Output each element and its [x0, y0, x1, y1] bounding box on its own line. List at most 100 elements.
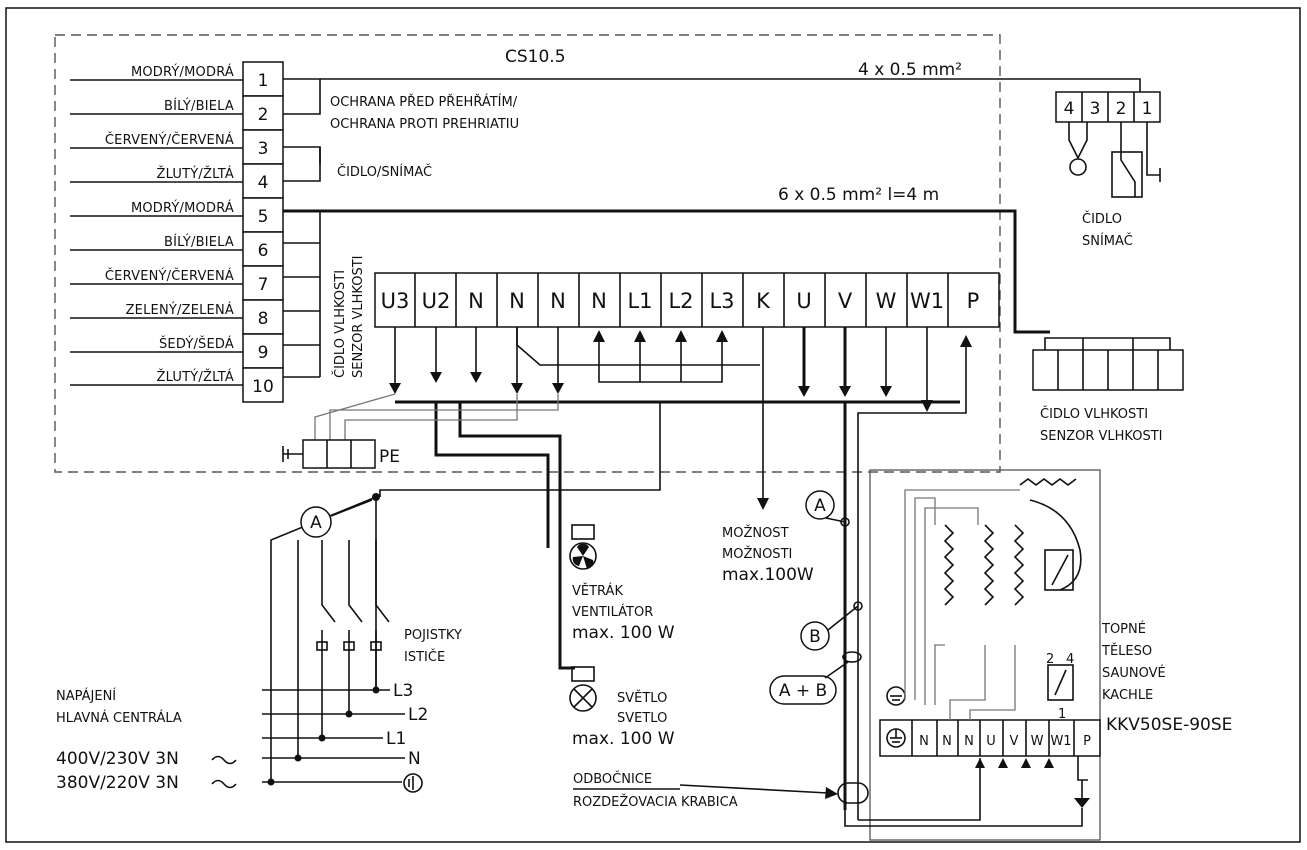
sensor-box-number: 4 [1064, 99, 1075, 119]
overheat-label-2: OCHRANA PROTI PREHRIATIU [330, 117, 519, 132]
terminal-label: L1 [627, 289, 652, 313]
connector-number: 1 [258, 71, 269, 91]
controller-title: CS10.5 [505, 47, 566, 67]
connector-number: 5 [258, 207, 269, 227]
pe-label: PE [379, 447, 400, 467]
fuse-label-2: ISTIČE [404, 649, 445, 665]
connector-number: 8 [258, 309, 269, 329]
humidity-sensor [1032, 337, 1184, 391]
wire-label: BÍLÝ/BIELA [164, 234, 234, 250]
sensor-box-number: 1 [1142, 99, 1153, 119]
sensor-wiring [283, 78, 1141, 378]
phase-l1: L1 [386, 729, 406, 749]
terminal-label: L2 [668, 289, 693, 313]
marker-b [800, 621, 830, 651]
supply-label-2: HLAVNÁ CENTRÁLA [56, 710, 182, 726]
fan-label-3: max. 100 W [572, 623, 675, 643]
overheat-label-1: OCHRANA PŘED PŘEHŘÁTÍM/ [330, 94, 518, 110]
wire-label: BÍLÝ/BIELA [164, 98, 234, 114]
junction-label-1: ODBOČNICE [573, 771, 652, 787]
connector-number: 4 [258, 173, 269, 193]
voltage-label-2: 380V/220V 3N [56, 773, 179, 793]
marker-b-label: B [809, 627, 821, 647]
heater-label-3: SAUNOVÉ [1102, 665, 1166, 681]
voltage-label-1: 400V/230V 3N [56, 749, 179, 769]
heater-label-1: TOPNÉ [1101, 621, 1146, 637]
connector-number: 10 [252, 377, 274, 397]
heater-unit: N N N U V W W1 P [869, 469, 1101, 841]
marker-a-left [300, 506, 332, 538]
fan-label-2: VENTILÁTOR [572, 604, 653, 620]
connector-number: 6 [258, 241, 269, 261]
terminal-label: U2 [422, 289, 451, 313]
light-label-1: SVĚTLO [617, 690, 667, 706]
wire-label: MODRÝ/MODRÁ [131, 200, 234, 216]
outer-frame [5, 7, 1301, 843]
light-label-3: max. 100 W [572, 729, 675, 749]
ac-symbol [211, 755, 237, 765]
wire-label: ŽLUTÝ/ŽLTÁ [157, 369, 234, 385]
sensor-box-number: 3 [1090, 99, 1101, 119]
connector-strip: 1 2 3 4 5 6 7 8 9 10 [242, 61, 284, 403]
phase-l3: L3 [393, 681, 413, 701]
wire-label: MODRÝ/MODRÁ [131, 64, 234, 80]
fan-label-1: VĚTRÁK [572, 583, 623, 599]
connector-number: 3 [258, 139, 269, 159]
terminal-label: K [756, 289, 771, 313]
phase-n: N [408, 749, 421, 769]
marker-a-center [805, 490, 835, 520]
sensor-right-2: SNÍMAČ [1082, 233, 1133, 249]
marker-ab-label: A + B [779, 681, 827, 701]
terminal-wiring [314, 327, 972, 820]
humidity-right-2: SENZOR VLHKOSTI [1040, 429, 1162, 444]
phase-l2: L2 [408, 705, 428, 725]
heater-model: KKV50SE-90SE [1106, 715, 1232, 735]
terminal-label: N [550, 289, 566, 313]
heater-terminal: W [1031, 734, 1044, 749]
humidity-vertical-2: SENZOR VLHKOSTI [351, 256, 366, 378]
wire-label: ČERVENÝ/ČERVENÁ [105, 268, 234, 284]
wire-label: ŽLUTÝ/ŽLTÁ [157, 166, 234, 182]
heater-switch-4: 4 [1066, 652, 1074, 667]
heater-terminal: N [942, 734, 952, 749]
heater-terminal: N [964, 734, 974, 749]
wire-label-group: MODRÝ/MODRÁ BÍLÝ/BIELA ČERVENÝ/ČERVENÁ Ž… [70, 64, 243, 386]
fuse-label-1: POJISTKY [404, 628, 462, 643]
terminal-block: U3 U2 N N N N L1 L2 L3 K U V W W1 P [374, 272, 1000, 328]
heater-terminal: N [919, 734, 929, 749]
heater-switch-1: 1 [1058, 707, 1066, 722]
wire-label: ZELENÝ/ZELENÁ [126, 302, 234, 318]
marker-a-center-label: A [814, 496, 826, 516]
cable-mid-spec: 6 x 0.5 mm² l=4 m [778, 185, 939, 205]
marker-ab [769, 675, 837, 705]
terminal-label: V [838, 289, 853, 313]
terminal-label: U3 [381, 289, 410, 313]
wire-label: ŠEDÝ/ŠEDÁ [159, 336, 234, 352]
heater-label-2: TĚLESO [1101, 643, 1152, 659]
option-label-1: MOŽNOST [722, 525, 789, 541]
terminal-label: N [509, 289, 525, 313]
connector-number: 7 [258, 275, 269, 295]
terminal-label: P [967, 289, 980, 313]
heater-label-4: KACHLE [1102, 688, 1153, 703]
heater-terminal: U [986, 734, 996, 749]
connector-number: 9 [258, 343, 269, 363]
terminal-label: W1 [910, 289, 944, 313]
heater-terminal: P [1083, 734, 1091, 749]
sensor-box-number: 2 [1116, 99, 1127, 119]
temperature-sensor: 4 3 2 1 [1055, 91, 1161, 198]
terminal-label: W [876, 289, 897, 313]
sensor-right-1: ČIDLO [1082, 211, 1122, 227]
connector-number: 2 [258, 105, 269, 125]
humidity-right-1: ČIDLO VLHKOSTI [1040, 406, 1148, 422]
terminal-label: L3 [709, 289, 734, 313]
humidity-vertical-1: ČIDLO VLHKOSTI [332, 270, 348, 378]
heater-switch-2: 2 [1046, 652, 1054, 667]
terminal-label: U [796, 289, 811, 313]
light-label-2: SVETLO [617, 711, 667, 726]
heater-terminal: W1 [1050, 734, 1071, 749]
fan-icon [569, 524, 597, 570]
junction-box [837, 782, 869, 804]
